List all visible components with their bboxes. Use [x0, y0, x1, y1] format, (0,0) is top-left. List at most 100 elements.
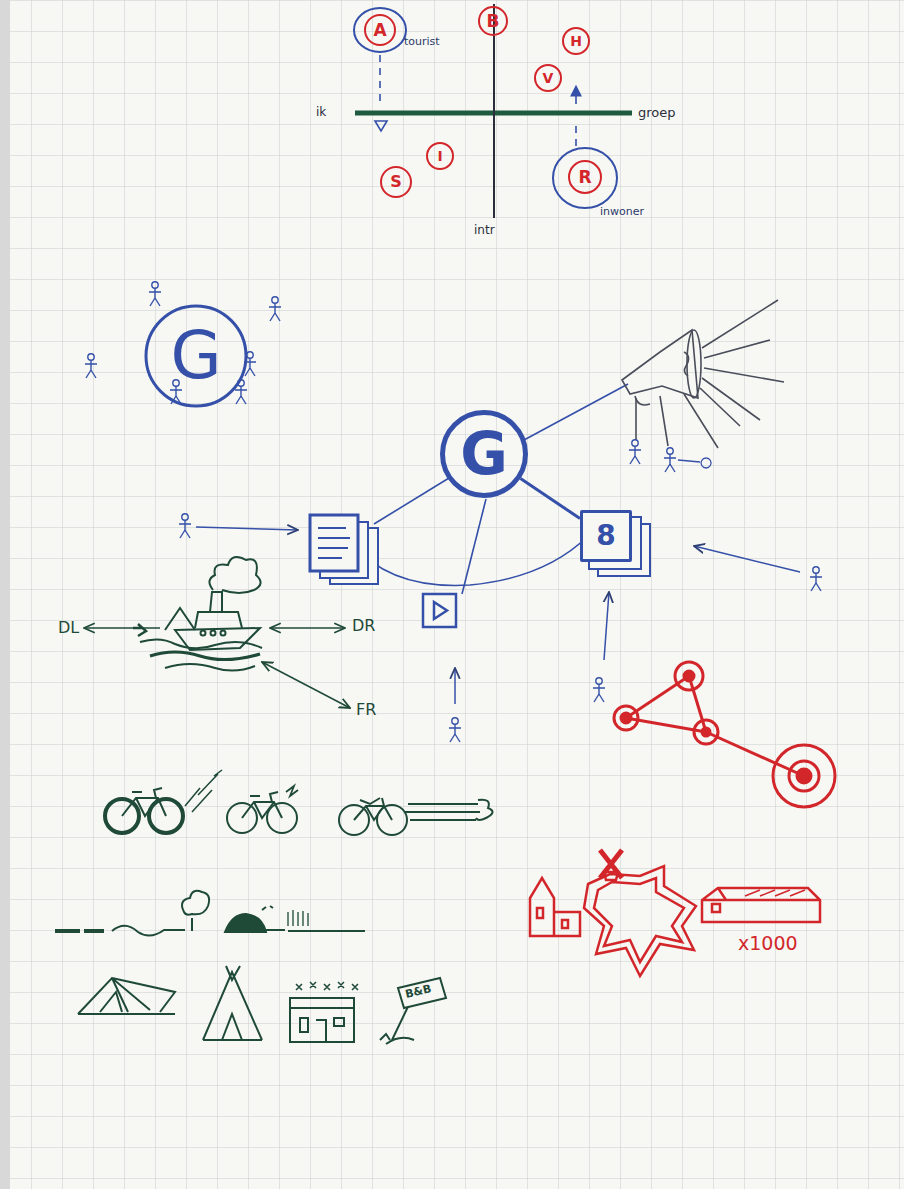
- town-buildings: [530, 878, 580, 936]
- direction-arrows: [262, 662, 350, 708]
- community-circle: [235, 380, 247, 404]
- bicycles: [404, 800, 493, 820]
- node-letter: B: [487, 13, 500, 30]
- community-circle: [244, 352, 256, 376]
- circle-node: S: [380, 166, 412, 198]
- user-arrows: [179, 514, 191, 538]
- route-network: [684, 671, 694, 681]
- quadrant-axes: [379, 55, 381, 103]
- node-letter: G: [460, 425, 508, 483]
- town-buildings: [594, 878, 684, 962]
- megaphone: [622, 300, 784, 448]
- quadrant-axes: [575, 96, 577, 104]
- accommodation: [398, 978, 446, 1008]
- ship: [201, 631, 206, 636]
- ship: [210, 592, 222, 612]
- circle-node: I: [426, 142, 454, 170]
- ship: [221, 631, 226, 636]
- megaphone: [636, 394, 718, 448]
- connector-line: [521, 479, 580, 519]
- node-letter: I: [437, 149, 442, 163]
- bicycles: [185, 770, 222, 812]
- hub-lines: [352, 536, 588, 585]
- audience: [664, 448, 676, 472]
- hub-lines: [352, 384, 628, 594]
- sketch-label: DR: [352, 618, 375, 634]
- route-network: [797, 769, 811, 783]
- accommodation: [290, 1008, 354, 1042]
- audience: [678, 458, 711, 468]
- route-network: [621, 713, 631, 723]
- route-network: [789, 761, 819, 791]
- landscape: [55, 891, 365, 936]
- quadrant-axes: [375, 121, 387, 131]
- quadrant-axes: [575, 122, 577, 146]
- circle-node: V: [534, 64, 562, 92]
- node-letter: V: [543, 71, 554, 85]
- direction-arrows: [270, 627, 345, 629]
- direction-arrows: [84, 628, 350, 708]
- direction-arrows: [84, 627, 160, 629]
- accommodation: [290, 998, 354, 1042]
- circle-node: G: [440, 410, 528, 498]
- ship: [211, 631, 216, 636]
- video-icon: [434, 602, 447, 619]
- audience: [629, 440, 641, 464]
- photo-box: 8: [580, 510, 632, 562]
- document-stack: [318, 528, 350, 558]
- town-buildings: [702, 888, 820, 922]
- landscape: [55, 929, 104, 933]
- ship: [165, 664, 255, 671]
- node-letter: H: [570, 34, 582, 48]
- sketch-label: FR: [356, 702, 376, 718]
- route-network: [702, 728, 710, 736]
- ship: [165, 608, 195, 630]
- user-arrows: [604, 592, 609, 660]
- bicycles: [105, 770, 493, 835]
- quadrant-axes: [493, 4, 495, 218]
- town-buildings: [530, 850, 820, 976]
- accommodation: [203, 966, 262, 1040]
- route-network: [694, 720, 718, 744]
- community-circle: [85, 282, 281, 406]
- ship: [133, 624, 146, 636]
- landscape: [262, 906, 285, 930]
- landscape: [112, 926, 185, 936]
- town-buildings: [584, 866, 696, 976]
- route-network: [773, 745, 835, 807]
- circle-node: Rinwoner: [568, 160, 602, 194]
- route-network: [614, 706, 638, 730]
- sketch-label: intr: [474, 224, 495, 236]
- audience: [629, 440, 711, 472]
- town-buildings: [712, 904, 720, 912]
- bicycles: [122, 788, 166, 816]
- ship: [150, 652, 260, 660]
- hub-lines: [524, 384, 628, 440]
- document-stack: [310, 515, 358, 571]
- quadrant-axes: [354, 8, 406, 52]
- ship: [140, 639, 262, 648]
- user-arrows: [810, 567, 822, 591]
- town-buildings: [537, 908, 568, 928]
- user-arrows: [593, 678, 605, 702]
- circle-node: H: [562, 27, 590, 55]
- landscape: [182, 891, 209, 931]
- node-caption: tourist: [404, 36, 440, 47]
- node-caption: inwoner: [600, 206, 644, 217]
- sketch-label: DL: [58, 620, 79, 636]
- ship: [195, 612, 242, 628]
- bicycles: [354, 798, 392, 820]
- megaphone: [635, 396, 650, 405]
- community-circle: [146, 306, 246, 406]
- accommodation: [78, 978, 175, 1014]
- route-network: [614, 662, 835, 807]
- node-letter: 8: [596, 522, 615, 550]
- node-letter: S: [390, 174, 402, 190]
- quadrant-axes: [553, 148, 617, 208]
- quadrant-axes: [571, 86, 581, 96]
- user-arrows: [449, 718, 461, 742]
